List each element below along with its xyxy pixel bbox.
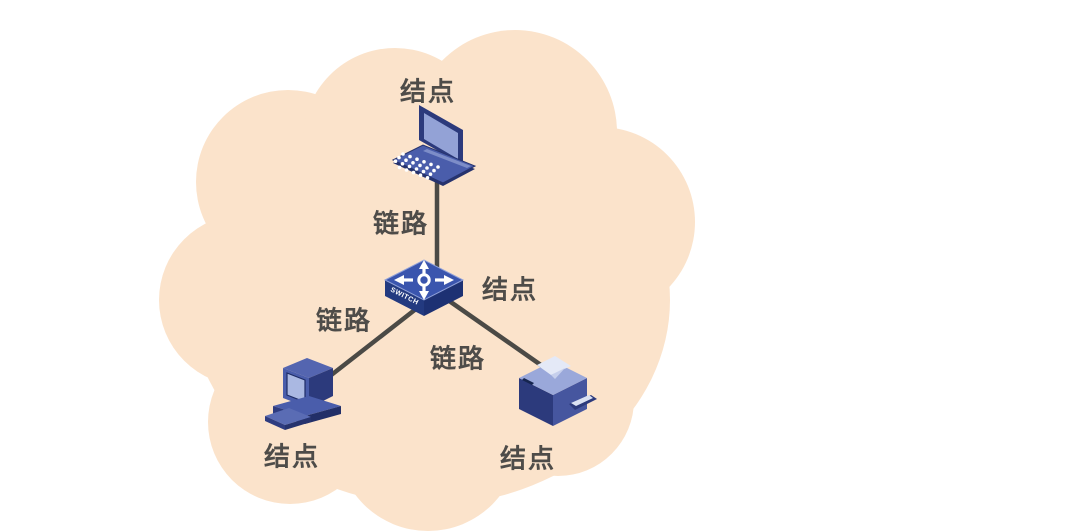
link-label-switch-desktop: 链路 <box>315 305 373 336</box>
switch-icon: SWITCH <box>383 259 465 316</box>
node-label-printer: 结点 <box>499 443 557 474</box>
node-label-desktop: 结点 <box>263 441 321 472</box>
desktop-computer-icon <box>265 358 341 430</box>
link-label-switch-printer: 链路 <box>429 343 487 374</box>
node-label-laptop: 结点 <box>399 76 457 107</box>
link-line-switch-desktop <box>327 295 433 379</box>
link-label-laptop-switch: 链路 <box>372 208 430 239</box>
node-label-switch: 结点 <box>481 274 539 305</box>
link-line-switch-printer <box>442 295 551 373</box>
printer-icon <box>519 356 597 426</box>
laptop-icon <box>391 105 477 186</box>
